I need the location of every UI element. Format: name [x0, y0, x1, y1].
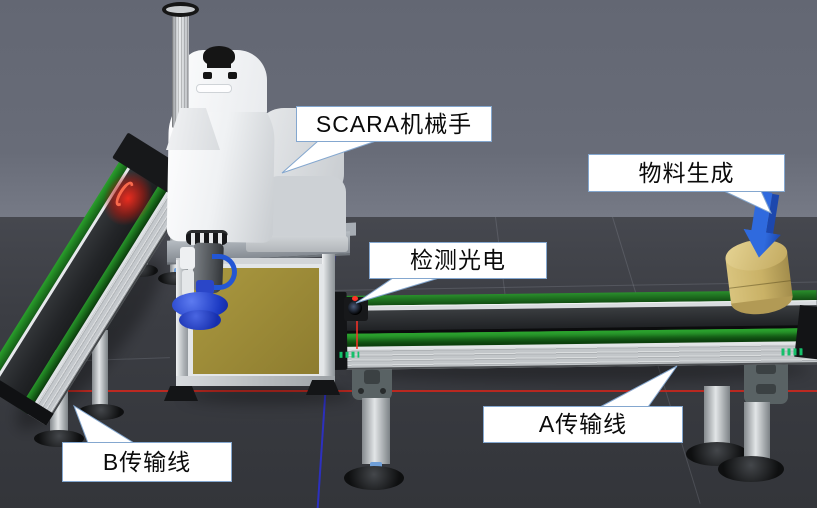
callout-detect-sensor[interactable]: 检测光电 [369, 242, 547, 279]
conveyor-a-leg [704, 386, 730, 446]
callout-tail-detect [355, 278, 440, 304]
bracket-slot [756, 364, 776, 374]
scara-robot-spline-shaft [172, 12, 189, 128]
callout-tail-scara [281, 141, 377, 174]
x-axis-line [0, 390, 817, 392]
scara-robot-panel-slot [196, 84, 232, 93]
callout-tail-conveyor-a [599, 365, 678, 408]
workbench-foot [164, 386, 198, 401]
gripper-joint-ring [186, 230, 228, 245]
callout-tail-material [723, 191, 773, 215]
gripper-fitting [182, 270, 194, 296]
bracket-hole [358, 388, 364, 394]
callout-tail-conveyor-b [73, 404, 136, 444]
photoelectric-sensor-lens [348, 301, 362, 315]
workbench-bottom-rail [176, 376, 335, 386]
callout-conveyor-a-label: A传输线 [538, 411, 628, 437]
gripper-fitting [180, 247, 195, 269]
conveyor-a-foot [344, 466, 404, 490]
gripper-air-tube [212, 254, 237, 290]
callout-detect-label: 检测光电 [410, 247, 506, 273]
callout-conveyor-b-label: B传输线 [102, 448, 192, 475]
scara-robot-connector [203, 72, 212, 79]
suction-cup-mount [196, 280, 214, 294]
scara-robot-connector [228, 72, 237, 79]
conveyor-a-foot [718, 456, 784, 482]
conveyor-a-leg [744, 402, 770, 464]
scara-robot-top-knob-base [207, 58, 231, 68]
workbench-post [322, 254, 335, 378]
bracket-hole [380, 388, 386, 394]
scara-robot-base-plate [246, 236, 348, 252]
conveyor-a-green-marking [339, 351, 360, 358]
callout-conveyor-b[interactable]: B传输线 [62, 442, 232, 482]
callout-scara-label: SCARA机械手 [315, 110, 473, 137]
bracket-slot [756, 384, 776, 394]
workbench-top-rail [176, 258, 335, 266]
workbench-foot [306, 380, 340, 395]
conveyor-a-green-marking [781, 348, 804, 356]
callout-material-label: 物料生成 [638, 159, 735, 186]
scara-robot-shaft-cap [162, 2, 199, 17]
photoelectric-sensor-beam [356, 321, 358, 349]
bracket-slot [364, 370, 380, 384]
photoelectric-sensor-indicator [352, 296, 358, 301]
scara-robot-base-link[interactable] [268, 176, 346, 246]
suction-cup-bellows [179, 310, 221, 330]
spawn-arrow-head [739, 229, 781, 261]
conveyor-a-leg [362, 398, 390, 464]
callout-scara-robot[interactable]: SCARA机械手 [296, 106, 492, 142]
conveyor-b-leg [92, 330, 108, 410]
callout-material-spawn[interactable]: 物料生成 [588, 154, 785, 192]
callout-conveyor-a[interactable]: A传输线 [483, 406, 683, 443]
